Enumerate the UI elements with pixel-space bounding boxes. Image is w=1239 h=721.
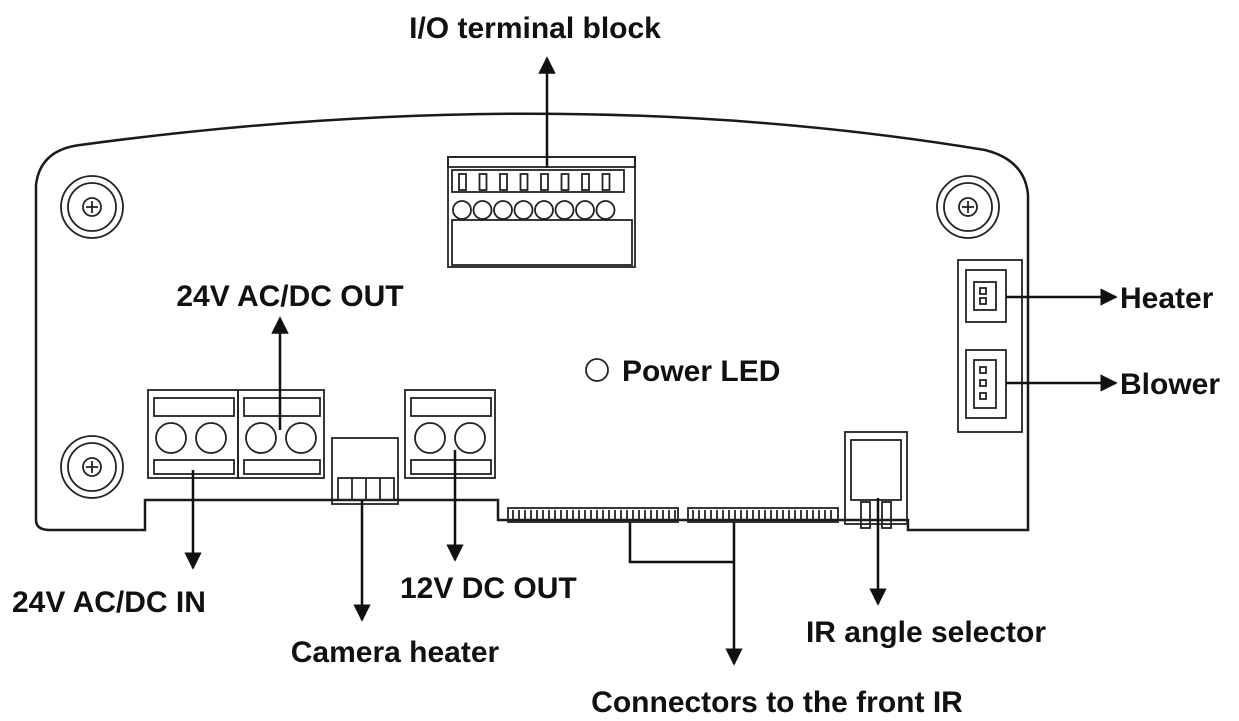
io-terminal-screw [472,200,493,220]
io-terminal-screw [452,200,472,220]
io-terminal-block-label: I/O terminal block [409,12,661,45]
io-terminal-block-shape [447,156,636,268]
io-terminal-screw [575,200,595,220]
camera-heater-label: Camera heater [291,636,500,669]
io-terminal-screw [595,200,616,220]
front-ir-leader-bracket [628,522,734,664]
io-terminal-slot [581,173,590,191]
io-terminal-slot [458,173,467,191]
io-terminal-screw [534,200,554,220]
out-12v-label: 12V DC OUT [400,572,577,605]
io-terminal-slot [540,173,549,191]
io-terminal-slot [499,173,508,191]
connectors-front-ir-label: Connectors to the front IR [591,686,963,719]
in-24v-label: 24V AC/DC IN [12,586,206,619]
camera-heater-connector [331,437,399,505]
ir-angle-selector-switch [844,431,908,529]
io-terminal-slot [560,173,570,191]
power-led-label: Power LED [622,355,780,388]
screw-top-left-icon [60,175,124,239]
io-terminal-screw [513,200,534,220]
screw-bottom-left-icon [60,435,124,499]
io-terminal-slot [601,173,611,191]
board-outline [34,112,1030,532]
ir-angle-selector-label: IR angle selector [806,616,1046,649]
io-terminal-slot [519,173,529,191]
screw-top-right-icon [936,175,1000,239]
heater-label: Heater [1120,282,1214,315]
io-terminal-screw [493,200,513,220]
io-terminal-screw [554,200,575,220]
io-terminal-slot [478,173,488,191]
blower-label: Blower [1120,368,1220,401]
terminal-block-12v-out [404,389,496,479]
power-led-icon [585,358,609,382]
front-ir-edge-connectors [507,507,839,523]
out-24v-label: 24V AC/DC OUT [176,280,403,313]
